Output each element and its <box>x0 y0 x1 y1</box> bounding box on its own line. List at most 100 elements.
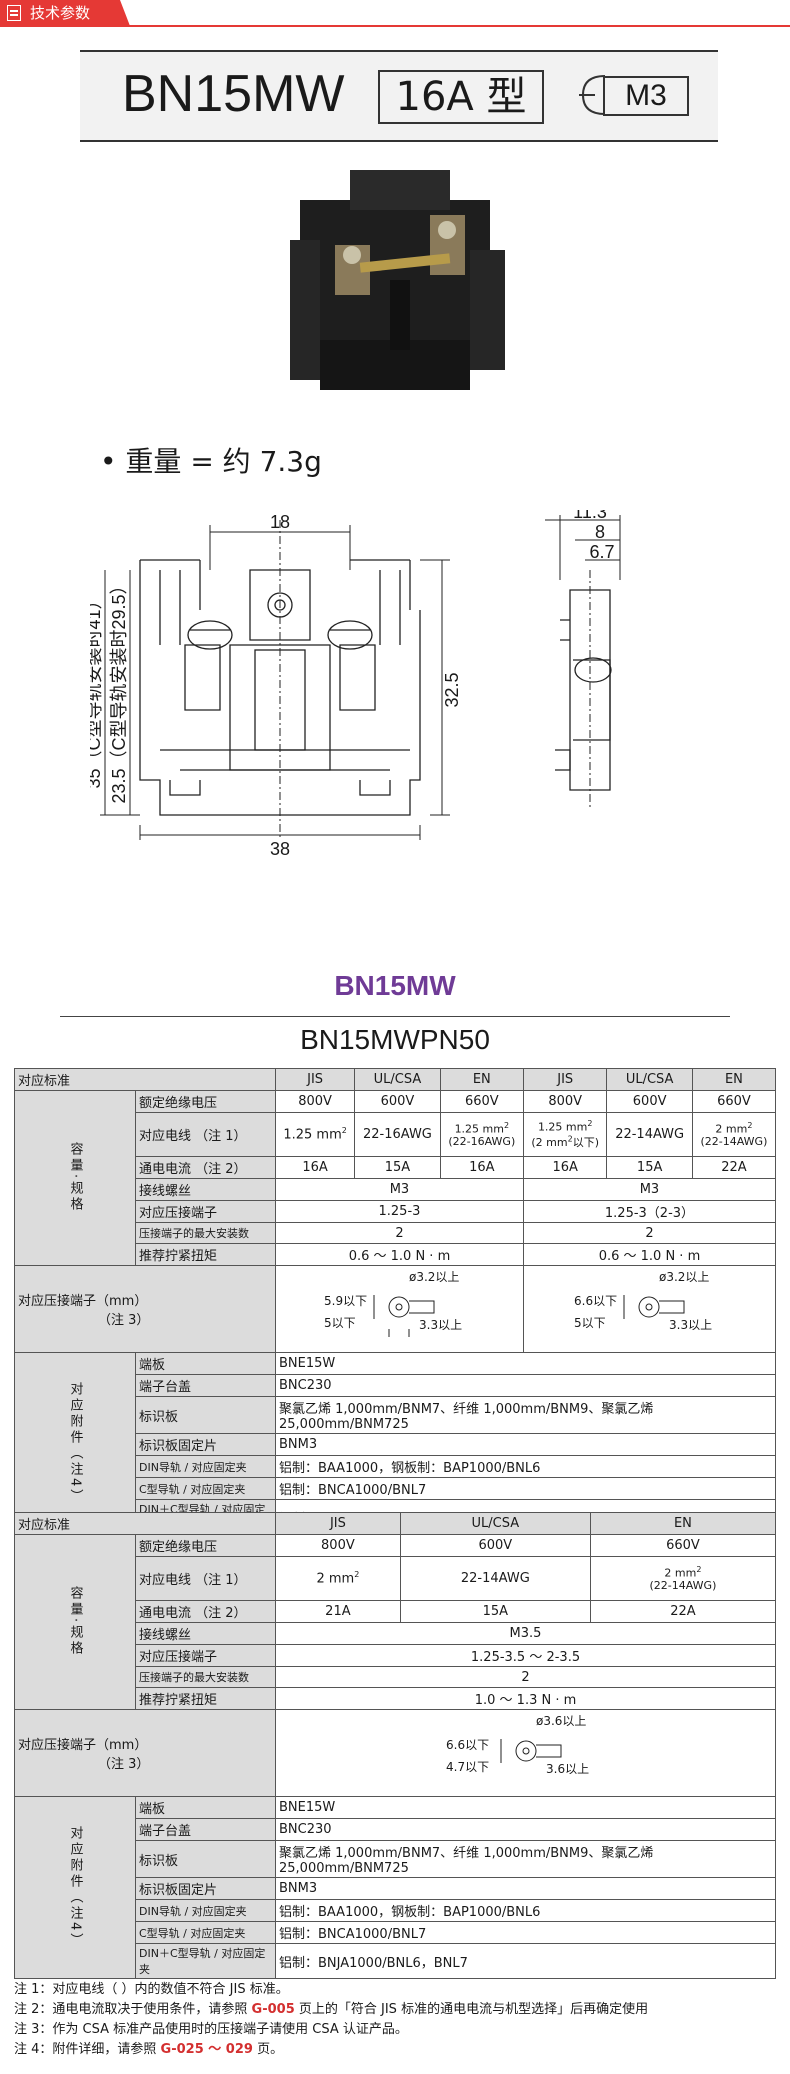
row-label: 压接端子的最大安装数 <box>135 1222 276 1244</box>
screw-head-icon <box>579 75 606 115</box>
cell: 22A <box>589 1600 777 1623</box>
cell: 铝制：BAA1000，钢板制：BAP1000/BNL6 <box>275 1899 776 1922</box>
row-label: 对应压接端子 <box>135 1644 276 1667</box>
dim-right-height: 32.5 <box>442 672 462 707</box>
crimp-label-cell: 对应压接端子（mm） （注 3） <box>14 1265 276 1353</box>
row-label: 标识板固定片 <box>135 1877 276 1900</box>
cell: 16A <box>274 1156 356 1179</box>
row-label: 额定绝缘电压 <box>135 1090 276 1113</box>
std-label: 对应标准 <box>14 1512 276 1535</box>
crimp-label-cell: 对应压接端子（mm） （注 3） <box>14 1709 276 1797</box>
cell: 22-16AWG <box>354 1112 441 1157</box>
crimp-terminal-diagram: ø3.6以上 6.6以下 4.7以下 3.6以上 <box>446 1714 589 1776</box>
model-name: BN15MW <box>122 65 345 123</box>
crimp-label: 对应压接端子（mm） <box>18 1738 148 1753</box>
std-label: 对应标准 <box>14 1068 276 1091</box>
note-ref-link[interactable]: G-005 <box>251 2002 295 2017</box>
group-spec-label: 容量·规格 <box>14 1090 136 1266</box>
cell: 0.6 ～ 1.0 N · m <box>522 1243 777 1266</box>
note-text: 注 2：通电电流取决于使用条件，请参照 <box>14 2002 252 2017</box>
group-acc-label: 对应附件（注4） <box>14 1796 136 1979</box>
row-label: 通电电流 （注 2） <box>135 1156 276 1179</box>
spec-table-1: 对应标准 JIS UL/CSA EN JIS UL/CSA EN 容量·规格 额… <box>14 1068 777 1535</box>
cell: M3 <box>522 1178 777 1201</box>
cell: BNC230 <box>275 1374 776 1397</box>
note-1: 注 1：对应电线（ ）内的数值不符合 JIS 标准。 <box>14 1982 289 1997</box>
dim-left-height-2: 23.5（C型导轨安装时29.5） <box>109 576 129 803</box>
cell: 铝制：BNJA1000/BNL6，BNL7 <box>275 1943 776 1979</box>
dim-side-1: 11.3 <box>573 510 607 522</box>
row-label: 接线螺丝 <box>135 1622 276 1645</box>
dim-left-height-1: 35（C型导轨安装时41） <box>90 591 104 788</box>
cell: 21A <box>275 1600 401 1623</box>
row-label: 对应压接端子 <box>135 1200 276 1223</box>
crimp-l: 5以下 <box>324 1316 356 1330</box>
cell-text: 2 mm <box>664 1566 697 1580</box>
crimp-d: ø3.6以上 <box>536 1714 586 1728</box>
cell: 800V <box>274 1090 356 1113</box>
row-label: 标识板 <box>135 1840 276 1878</box>
section-tag-label: 技术参数 <box>30 4 91 22</box>
cell: 660V <box>589 1534 777 1557</box>
note-4: 注 4：附件详细，请参照 G-025 ～ 029 页。 <box>14 2040 648 2060</box>
row-label: 标识板 <box>135 1396 276 1434</box>
row-label: C型导轨 / 对应固定夹 <box>135 1921 276 1944</box>
cell: 600V <box>399 1534 591 1557</box>
std-cell: JIS <box>275 1512 401 1535</box>
row-label: DIN导轨 / 对应固定夹 <box>135 1455 276 1478</box>
cell: 1.0 ～ 1.3 N · m <box>275 1687 776 1710</box>
crimp-w: 6.6以下 <box>574 1294 617 1308</box>
cell: 铝制：BNCA1000/BNL7 <box>275 1921 776 1944</box>
spec-table-2: 对应标准 JIS UL/CSA EN 容量·规格 额定绝缘电压 800V 600… <box>14 1512 777 1979</box>
cell: 1.25 mm2(2 mm2以下) <box>522 1112 608 1157</box>
crimp-w: 5.9以下 <box>324 1294 367 1308</box>
crimp-d: ø3.2以上 <box>409 1270 459 1284</box>
row-label: DIN导轨 / 对应固定夹 <box>135 1899 276 1922</box>
std-cell: UL/CSA <box>354 1068 441 1091</box>
cell: 16A <box>439 1156 524 1179</box>
cell: 铝制：BNCA1000/BNL7 <box>275 1477 776 1500</box>
note-2: 注 2：通电电流取决于使用条件，请参照 G-005 页上的「符合 JIS 标准的… <box>14 2000 648 2020</box>
cell-text: 1.25 mm <box>537 1120 588 1134</box>
std-cell: EN <box>589 1512 777 1535</box>
crimp-diagram-cell: ø3.2以上 6.6以下 5以下 3.3以上 <box>522 1265 777 1353</box>
cell: 22A <box>691 1156 777 1179</box>
cell: 聚氯乙烯 1,000mm/BNM7、纤维 1,000mm/BNM9、聚氯乙烯 2… <box>275 1840 776 1878</box>
product-photo <box>290 170 505 390</box>
cell: BNM3 <box>275 1877 776 1900</box>
std-cell: EN <box>691 1068 777 1091</box>
cell: M3.5 <box>275 1622 776 1645</box>
cell-text: (22-16AWG) <box>448 1135 516 1149</box>
document-icon <box>7 5 21 21</box>
cell: 1.25 mm2(22-16AWG) <box>439 1112 524 1157</box>
crimp-t: 3.6以上 <box>546 1762 589 1776</box>
crimp-note: （注 3） <box>98 1757 150 1772</box>
crimp-diagram-cell: ø3.6以上 6.6以下 4.7以下 3.6以上 <box>275 1709 776 1797</box>
cell: 1.25-3.5 ～ 2-3.5 <box>275 1644 776 1667</box>
current-type-box: 16A 型 <box>378 70 544 124</box>
dim-side-3: 6.7 <box>589 542 614 562</box>
note-ref-link[interactable]: G-025 ～ 029 <box>160 2042 253 2057</box>
row-label: 推荐拧紧扭矩 <box>135 1243 276 1266</box>
crimp-l: 5以下 <box>574 1316 606 1330</box>
row-label: 标识板固定片 <box>135 1433 276 1456</box>
row-label: 压接端子的最大安装数 <box>135 1666 276 1688</box>
crimp-terminal-diagram: ø3.2以上 5.9以下 5以下 3.3以上 <box>324 1270 463 1337</box>
cell: 0.6 ～ 1.0 N · m <box>275 1243 524 1266</box>
crimp-terminal-diagram: ø3.2以上 6.6以下 5以下 3.3以上 <box>574 1270 712 1332</box>
cell: 660V <box>691 1090 777 1113</box>
crimp-note: （注 3） <box>98 1313 150 1328</box>
caption-rule <box>60 1016 730 1017</box>
cell: BNE15W <box>275 1352 776 1375</box>
cell: 2 <box>522 1222 777 1244</box>
dim-side-2: 8 <box>595 522 605 542</box>
cell: 15A <box>606 1156 693 1179</box>
dim-top-width: 18 <box>270 512 290 532</box>
drawing-caption: BN15MW <box>334 970 456 1001</box>
note-text: 注 4：附件详细，请参照 <box>14 2042 161 2057</box>
crimp-l: 4.7以下 <box>446 1760 489 1774</box>
std-cell: EN <box>439 1068 524 1091</box>
cell-text: 2 mm <box>316 1571 355 1587</box>
note-text: 页上的「符合 JIS 标准的通电电流与机型选择」后再确定使用 <box>294 2002 649 2017</box>
cell: 1.25-3（2-3） <box>522 1200 777 1223</box>
